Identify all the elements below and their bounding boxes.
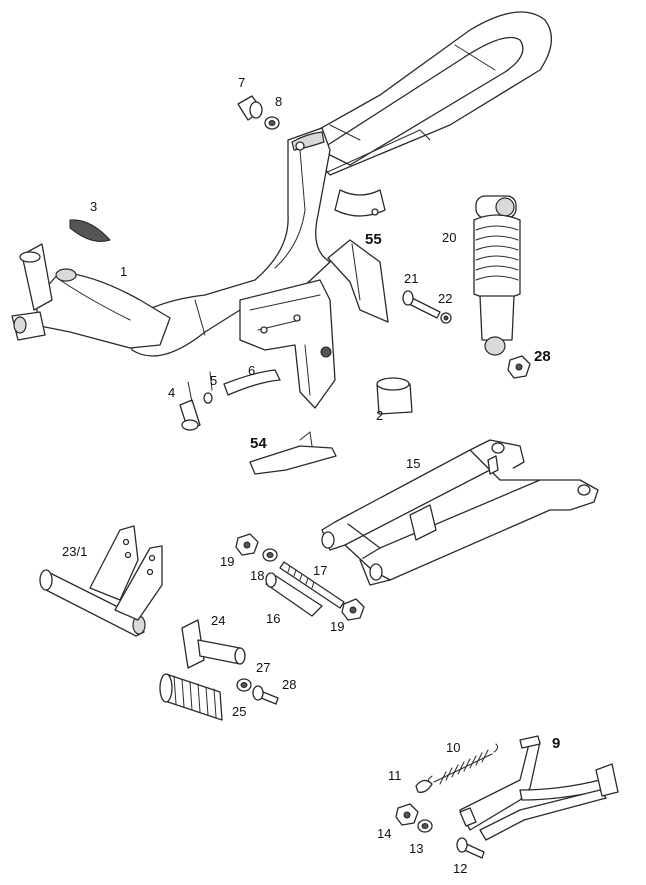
- label-part-27: 27: [256, 660, 270, 675]
- label-part-28-bolt: 28: [282, 677, 296, 692]
- nut-part-14: [395, 803, 419, 826]
- washer-part-8: [264, 116, 280, 130]
- label-part-24: 24: [211, 613, 225, 628]
- nut-part-28: [507, 355, 531, 379]
- nut-part-19-upper: [235, 533, 259, 556]
- label-part-10: 10: [446, 740, 460, 755]
- label-part-1: 1: [120, 264, 127, 279]
- label-part-18: 18: [250, 568, 264, 583]
- label-part-16: 16: [266, 611, 280, 626]
- swingarm-part-15: [321, 439, 599, 586]
- label-part-21: 21: [404, 271, 418, 286]
- label-part-2: 2: [376, 408, 383, 423]
- label-part-17: 17: [313, 563, 327, 578]
- label-part-15: 15: [406, 456, 420, 471]
- label-part-11: 11: [388, 768, 402, 783]
- bracket-part-23-1: [39, 525, 163, 637]
- washer-part-27: [236, 678, 252, 692]
- label-part-7: 7: [238, 75, 245, 90]
- label-part-23-1: 23/1: [62, 544, 87, 559]
- side-stand-part-9: [459, 735, 619, 841]
- nut-part-19-lower: [341, 598, 365, 621]
- cap-part-7: [237, 95, 263, 121]
- washer-part-13: [417, 819, 433, 833]
- footrest-rubber-part-25: [159, 673, 223, 721]
- label-part-25: 25: [232, 704, 246, 719]
- washer-part-5: [203, 371, 213, 404]
- hose-part-6: [223, 369, 281, 396]
- spacer-part-2: [376, 377, 413, 415]
- label-part-54: 54: [250, 435, 267, 452]
- label-part-12: 12: [453, 861, 467, 876]
- washer-part-22: [440, 312, 452, 324]
- bolt-part-12: [456, 837, 485, 859]
- bolt-part-28: [252, 685, 279, 705]
- frame-part-1: [11, 11, 552, 409]
- washer-part-18: [262, 548, 278, 562]
- label-part-14: 14: [377, 826, 391, 841]
- label-part-13: 13: [409, 841, 423, 856]
- badge-part-3: [69, 219, 111, 242]
- label-part-19-upper: 19: [220, 554, 234, 569]
- label-part-4: 4: [168, 385, 175, 400]
- clip-part-11: [415, 779, 433, 793]
- label-part-6: 6: [248, 363, 255, 378]
- bolt-part-21: [402, 290, 441, 319]
- bolt-part-17: [279, 561, 345, 609]
- spring-part-10: [427, 743, 499, 785]
- sleeve-part-16: [265, 572, 323, 617]
- label-part-3: 3: [90, 199, 97, 214]
- label-part-20: 20: [442, 230, 456, 245]
- label-part-28-nut: 28: [534, 348, 551, 365]
- plate-part-54: [249, 431, 337, 475]
- label-part-5: 5: [210, 373, 217, 388]
- label-part-8: 8: [275, 94, 282, 109]
- shock-absorber-part-20: [473, 195, 521, 356]
- footrest-bracket-part-24: [181, 619, 246, 669]
- label-part-22: 22: [438, 291, 452, 306]
- label-part-9: 9: [552, 735, 560, 752]
- label-part-19-lower: 19: [330, 619, 344, 634]
- label-part-55: 55: [365, 231, 382, 248]
- bracket-part-55: [327, 239, 389, 323]
- bolt-part-4: [179, 381, 201, 431]
